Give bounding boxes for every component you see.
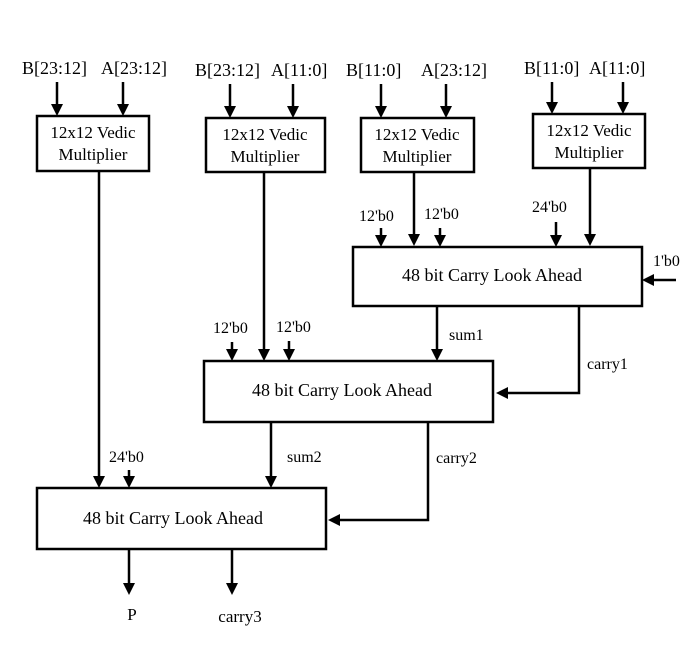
cla1-pad-c-label: 24'b0 bbox=[532, 199, 567, 216]
carry3-output-label: carry3 bbox=[218, 607, 261, 626]
arrowhead bbox=[265, 476, 277, 488]
input-label-m1-a: A[23:12] bbox=[101, 58, 167, 78]
arrowhead bbox=[117, 104, 129, 116]
arrowhead bbox=[123, 583, 135, 595]
arrowhead bbox=[93, 476, 105, 488]
arrowhead bbox=[283, 349, 295, 361]
carry2-label: carry2 bbox=[436, 450, 477, 467]
cla-block-1: 48 bit Carry Look Ahead bbox=[351, 245, 644, 308]
sum1-label: sum1 bbox=[449, 327, 484, 344]
arrowhead bbox=[287, 106, 299, 118]
multiplier-1-line2: Multiplier bbox=[59, 145, 128, 164]
input-label-m4-b: B[11:0] bbox=[524, 58, 579, 78]
arrowhead bbox=[496, 387, 508, 399]
product-output-label: P bbox=[127, 605, 136, 624]
multiplier-block-4: 12x12 Vedic Multiplier bbox=[531, 112, 647, 170]
cla3-title: 48 bit Carry Look Ahead bbox=[83, 508, 263, 528]
input-label-m1-b: B[23:12] bbox=[22, 58, 87, 78]
wire-carry2 bbox=[338, 422, 430, 522]
arrowhead bbox=[258, 349, 270, 361]
sum2-label: sum2 bbox=[287, 449, 322, 466]
multiplier-1-line1: 12x12 Vedic bbox=[50, 123, 136, 142]
cla1-title: 48 bit Carry Look Ahead bbox=[402, 265, 582, 285]
arrowhead bbox=[546, 102, 558, 114]
arrowhead bbox=[226, 349, 238, 361]
cla2-pad-a-label: 12'b0 bbox=[213, 320, 248, 337]
multiplier-block-1: 12x12 Vedic Multiplier bbox=[35, 114, 151, 173]
cla-block-2: 48 bit Carry Look Ahead bbox=[202, 359, 495, 424]
arrowhead bbox=[375, 235, 387, 247]
arrowhead bbox=[431, 349, 443, 361]
multiplier-block-2: 12x12 Vedic Multiplier bbox=[204, 116, 327, 174]
multiplier-2-line2: Multiplier bbox=[231, 147, 300, 166]
cla1-carry-in-label: 1'b0 bbox=[653, 253, 680, 270]
multiplier-4-line1: 12x12 Vedic bbox=[546, 121, 632, 140]
arrowhead bbox=[328, 514, 340, 526]
multiplier-block-3: 12x12 Vedic Multiplier bbox=[359, 116, 476, 174]
cla2-pad-b-label: 12'b0 bbox=[276, 319, 311, 336]
multiplier-4-line2: Multiplier bbox=[555, 143, 624, 162]
cla-block-3: 48 bit Carry Look Ahead bbox=[35, 486, 328, 551]
cla1-pad-a-label: 12'b0 bbox=[359, 208, 394, 225]
cla1-pad-b-label: 12'b0 bbox=[424, 206, 459, 223]
arrowhead bbox=[434, 235, 446, 247]
multiplier-2-line1: 12x12 Vedic bbox=[222, 125, 308, 144]
arrowhead bbox=[584, 234, 596, 246]
input-label-m3-a: A[23:12] bbox=[421, 60, 487, 80]
arrowhead bbox=[617, 102, 629, 114]
input-label-m4-a: A[11:0] bbox=[589, 58, 645, 78]
arrowhead bbox=[550, 235, 562, 247]
arrowhead bbox=[224, 106, 236, 118]
arrowhead bbox=[226, 583, 238, 595]
arrowhead bbox=[408, 234, 420, 246]
arrowhead bbox=[642, 274, 654, 286]
input-label-m2-a: A[11:0] bbox=[271, 60, 327, 80]
wire-carry1 bbox=[506, 306, 581, 395]
arrowhead bbox=[123, 476, 135, 488]
multiplier-3-line2: Multiplier bbox=[383, 147, 452, 166]
arrowhead bbox=[375, 106, 387, 118]
arrowhead bbox=[51, 104, 63, 116]
input-label-m3-b: B[11:0] bbox=[346, 60, 401, 80]
cla3-pad-label: 24'b0 bbox=[109, 449, 144, 466]
arrowhead bbox=[440, 106, 452, 118]
multiplier-3-line1: 12x12 Vedic bbox=[374, 125, 460, 144]
cla2-title: 48 bit Carry Look Ahead bbox=[252, 380, 432, 400]
carry1-label: carry1 bbox=[587, 356, 628, 373]
input-label-m2-b: B[23:12] bbox=[195, 60, 260, 80]
